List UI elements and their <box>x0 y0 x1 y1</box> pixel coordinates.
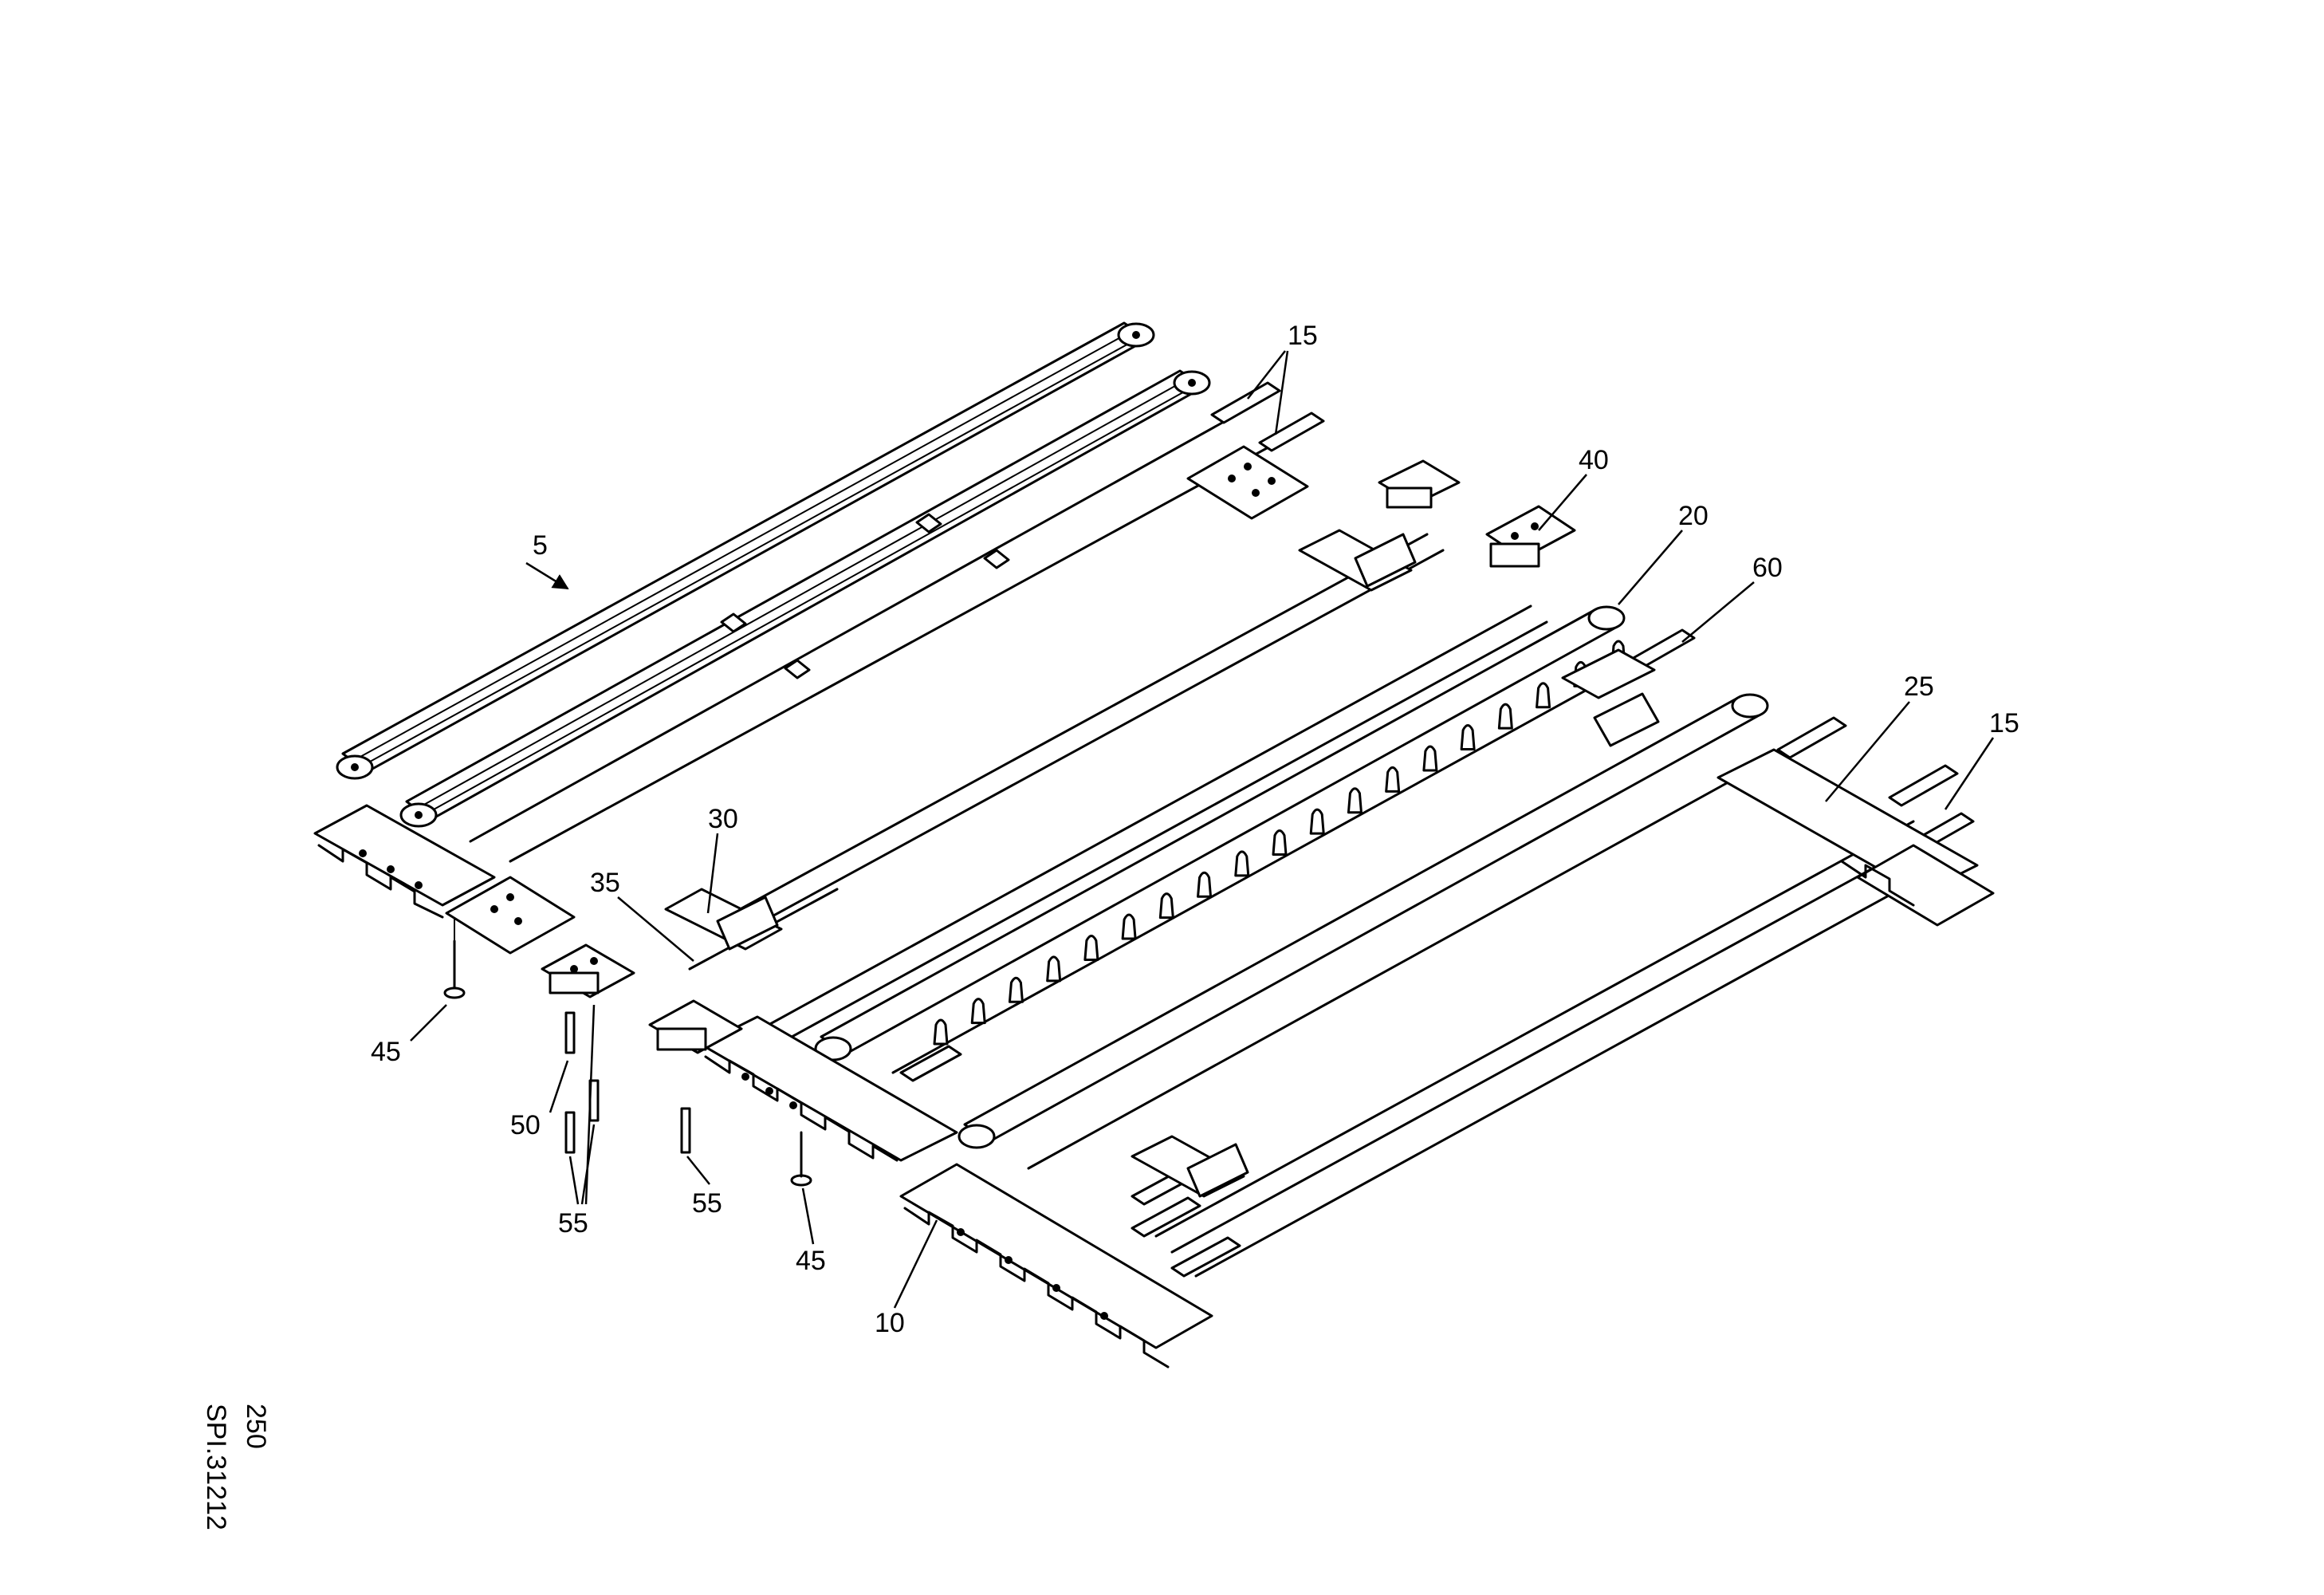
callout-35: 35 <box>590 868 694 962</box>
rack-peg <box>1046 955 1062 983</box>
callout-40: 40 <box>1538 445 1609 531</box>
callout-30: 30 <box>706 804 738 914</box>
callout-25: 25 <box>1825 671 1934 802</box>
svg-text:45: 45 <box>371 1037 401 1067</box>
rack-peg <box>1197 871 1213 898</box>
callout-55-center: 55 <box>686 1156 722 1219</box>
callout-55-left: 55 <box>558 1004 596 1239</box>
callout-50: 50 <box>510 1060 569 1140</box>
pins-and-screws <box>443 939 812 1187</box>
svg-text:35: 35 <box>590 868 620 898</box>
rack-peg <box>1309 808 1325 835</box>
svg-text:SPI.31212: SPI.31212 <box>201 1404 231 1530</box>
svg-text:5: 5 <box>533 530 548 561</box>
svg-text:25: 25 <box>1904 671 1934 702</box>
rack-peg <box>1422 745 1438 772</box>
rack-peg <box>1272 829 1288 856</box>
callout-15-top: 15 <box>1247 321 1318 435</box>
svg-text:60: 60 <box>1752 553 1783 583</box>
rack-peg <box>1385 766 1401 793</box>
rack-peg <box>1008 976 1024 1003</box>
rack-peg <box>1347 787 1363 814</box>
rack-peg <box>1497 703 1513 730</box>
rack-peg <box>933 1018 949 1046</box>
rack-peg <box>1460 724 1476 751</box>
rack-peg <box>1536 682 1551 709</box>
svg-text:40: 40 <box>1579 445 1609 475</box>
drawing-reference: SPI.31212 250 <box>201 1404 271 1530</box>
callout-20: 20 <box>1618 501 1709 605</box>
center-rod-assembly <box>664 529 1445 971</box>
callout-45-center: 45 <box>796 1187 826 1276</box>
svg-text:55: 55 <box>692 1188 722 1219</box>
svg-text:55: 55 <box>558 1208 588 1239</box>
callout-15-right: 15 <box>1944 708 2019 810</box>
rack-peg <box>1083 934 1099 961</box>
left-base-bracket <box>313 804 576 985</box>
left-arm-assembly <box>336 321 1325 863</box>
hinge-block-left <box>541 943 635 998</box>
svg-text:10: 10 <box>875 1308 905 1338</box>
svg-text:15: 15 <box>1989 708 2019 738</box>
rack-peg <box>1158 892 1174 920</box>
hinge-block-right <box>1378 459 1576 568</box>
svg-text:15: 15 <box>1288 321 1318 351</box>
lower-arm-assembly <box>958 693 1975 1278</box>
rack-peg <box>970 998 986 1025</box>
callout-10: 10 <box>875 1219 938 1338</box>
rack-peg <box>1121 913 1137 940</box>
callout-5: 5 <box>525 530 569 590</box>
svg-text:250: 250 <box>241 1404 271 1449</box>
callout-60: 60 <box>1681 553 1783 643</box>
svg-text:30: 30 <box>708 804 738 834</box>
rack-peg <box>1234 850 1250 877</box>
svg-text:20: 20 <box>1678 501 1709 531</box>
svg-text:45: 45 <box>796 1246 826 1276</box>
center-base-bracket <box>648 999 1213 1369</box>
svg-text:50: 50 <box>510 1110 541 1140</box>
callout-45-left: 45 <box>371 1004 447 1067</box>
right-base-bracket <box>1561 648 1995 927</box>
